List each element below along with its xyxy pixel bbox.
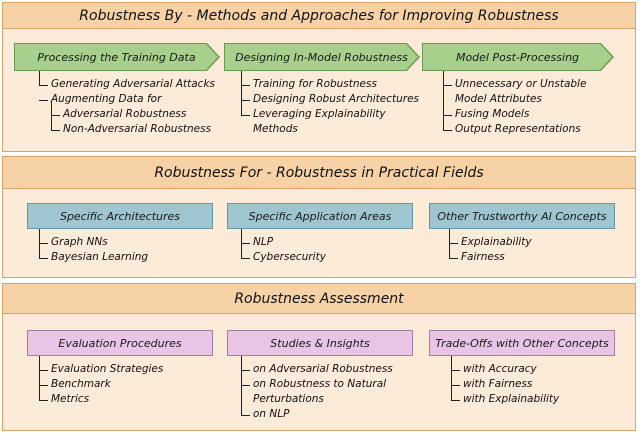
group-label: Evaluation Procedures — [58, 336, 182, 350]
list-item: with Explainability — [451, 392, 559, 407]
list-item: NLP — [241, 235, 326, 250]
list-item: Evaluation Strategies — [39, 362, 163, 377]
list-item: Training for Robustness — [241, 77, 419, 92]
list-item: Explainability — [449, 235, 532, 250]
group-label: Model Post-Processing — [455, 50, 580, 64]
section-title: Robustness For - Robustness in Practical… — [3, 157, 635, 189]
tree-line — [443, 71, 444, 130]
list-item: Fusing Models — [443, 107, 586, 122]
list-item: on NLP — [241, 407, 393, 422]
list-item: Augmenting Data for — [39, 92, 215, 107]
group-label: Designing In-Model Robustness — [235, 50, 408, 64]
tree-model-post-processing: Unnecessary or Unstable Model Attributes… — [443, 77, 586, 137]
section-robustness-by: Robustness By - Methods and Approaches f… — [2, 2, 636, 152]
group-label: Trade-Offs with Other Concepts — [435, 336, 609, 350]
list-item: Graph NNs — [39, 235, 148, 250]
group-label: Specific Architectures — [59, 209, 181, 223]
list-item: on Adversarial Robustness — [241, 362, 393, 377]
tree-other-trustworthy-ai-concepts: Explainability Fairness — [449, 235, 532, 265]
list-item: Generating Adversarial Attacks — [39, 77, 215, 92]
list-item-continuation: Perturbations — [253, 393, 324, 405]
group-label: Processing the Training Data — [37, 50, 196, 64]
tree-trade-offs: with Accuracy with Fairness with Explain… — [451, 362, 559, 407]
tree-specific-architectures: Graph NNs Bayesian Learning — [39, 235, 148, 265]
list-item: with Fairness — [451, 377, 559, 392]
group-evaluation-procedures: Evaluation Procedures — [27, 330, 213, 356]
tree-evaluation-procedures: Evaluation Strategies Benchmark Metrics — [39, 362, 163, 407]
group-specific-application-areas: Specific Application Areas — [227, 203, 413, 229]
tree-specific-application-areas: NLP Cybersecurity — [241, 235, 326, 265]
tree-designing-in-model-robustness: Training for Robustness Designing Robust… — [241, 77, 419, 137]
list-item: Fairness — [449, 250, 532, 265]
list-item: Output Representations — [443, 122, 586, 137]
list-item: Adversarial Robustness — [39, 107, 215, 122]
group-label: Other Trustworthy AI Concepts — [437, 209, 607, 223]
group-trade-offs: Trade-Offs with Other Concepts — [429, 330, 615, 356]
group-other-trustworthy-ai-concepts: Other Trustworthy AI Concepts — [429, 203, 615, 229]
group-label: Specific Application Areas — [248, 209, 392, 223]
group-studies-insights: Studies & Insights — [227, 330, 413, 356]
list-item: Unnecessary or Unstable — [443, 77, 586, 92]
tree-studies-insights: on Adversarial Robustness on Robustness … — [241, 362, 393, 422]
list-item: Designing Robust Architectures — [241, 92, 419, 107]
tree-line — [51, 101, 52, 131]
section-robustness-for: Robustness For - Robustness in Practical… — [2, 156, 636, 278]
tree-line — [39, 356, 40, 400]
section-title: Robustness Assessment — [3, 284, 635, 314]
list-item: Cybersecurity — [241, 250, 326, 265]
group-specific-architectures: Specific Architectures — [27, 203, 213, 229]
list-item: with Accuracy — [451, 362, 559, 377]
list-item: Metrics — [39, 392, 163, 407]
group-designing-in-model-robustness: Designing In-Model Robustness — [225, 44, 418, 70]
list-item: Bayesian Learning — [39, 250, 148, 265]
tree-line — [39, 71, 40, 85]
tree-line — [451, 356, 452, 400]
tree-processing-training-data: Generating Adversarial Attacks Augmentin… — [39, 77, 215, 137]
list-item-continuation: Methods — [253, 123, 298, 135]
section-title: Robustness By - Methods and Approaches f… — [3, 3, 635, 29]
group-label: Studies & Insights — [270, 336, 370, 350]
list-item-continuation: Model Attributes — [455, 93, 542, 105]
list-item: Leveraging Explainability — [241, 107, 419, 122]
group-processing-training-data: Processing the Training Data — [15, 44, 218, 70]
list-item: on Robustness to Natural — [241, 377, 393, 392]
tree-line — [241, 71, 242, 115]
list-item: Non-Adversarial Robustness — [39, 122, 215, 137]
list-item: Benchmark — [39, 377, 163, 392]
section-robustness-assessment: Robustness Assessment Evaluation Procedu… — [2, 283, 636, 431]
group-model-post-processing: Model Post-Processing — [423, 44, 612, 70]
